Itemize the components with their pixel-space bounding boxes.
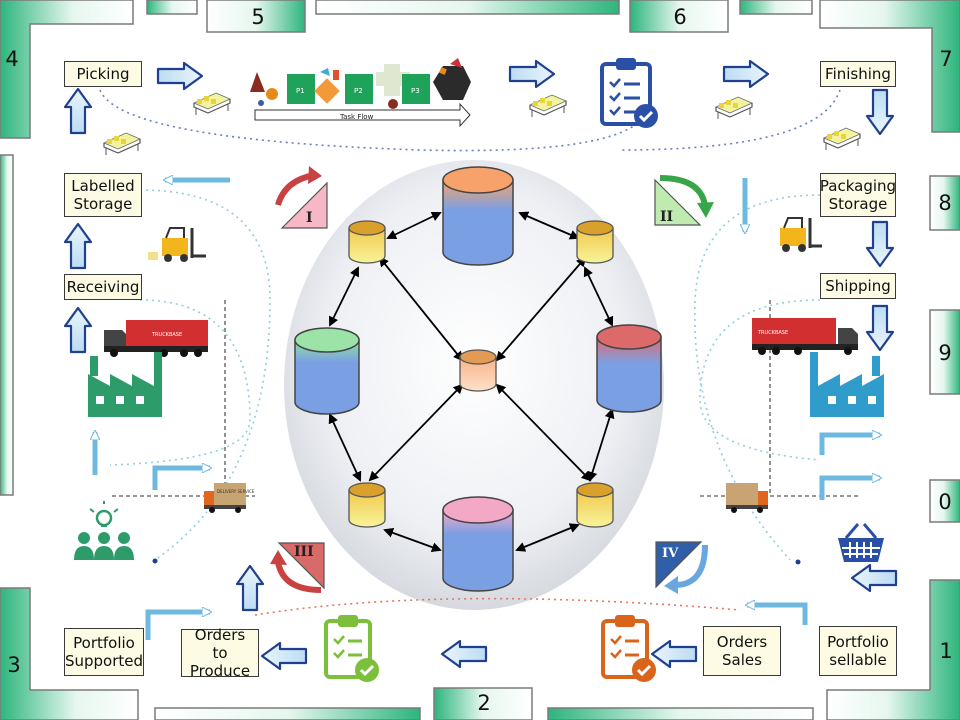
label-orders-sales: Orders Sales: [703, 626, 781, 676]
cylinder-small-ne: [576, 220, 614, 264]
conveyor-icon: [103, 132, 141, 156]
truck-brand-text: TRUCKBASE: [151, 332, 182, 338]
quadrant-marker-iv: IV: [655, 541, 708, 594]
task-flow-graphic: P1 P2 P3 Task Flow: [250, 58, 471, 128]
cylinder-small-sw: [348, 482, 386, 528]
task-flow-caption: Task Flow: [339, 113, 374, 121]
truck-icon: TRUCKBASE: [104, 320, 208, 357]
conveyor-icon: [529, 94, 567, 118]
quadrant-label-i: I: [306, 210, 313, 226]
shopping-basket-icon: [838, 523, 884, 562]
delivery-van-icon: DELIVERY SERVICE: [204, 483, 255, 513]
quadrant-marker-iii: III: [270, 542, 325, 593]
zone-number-6: 6: [673, 5, 687, 29]
delivery-van-text: DELIVERY SERVICE: [217, 489, 255, 494]
quadrant-label-iv: IV: [662, 546, 679, 561]
cylinder-left: [294, 327, 360, 415]
cylinder-small-nw: [348, 220, 386, 264]
task-p3: P3: [411, 87, 420, 95]
zone-number-8: 8: [938, 191, 952, 215]
factory-icon: [88, 352, 162, 417]
conveyor-icon: [193, 92, 231, 116]
zone-number-7: 7: [939, 47, 953, 71]
conveyor-icon: [715, 96, 753, 120]
cylinder-right: [596, 324, 662, 413]
quadrant-marker-i: I: [275, 166, 328, 229]
label-packaging-storage: Packaging Storage: [820, 173, 896, 217]
label-shipping: Shipping: [820, 273, 896, 299]
zone-number-2: 2: [477, 691, 491, 715]
flow-dot: [152, 558, 158, 564]
team-idea-icon: [74, 501, 134, 560]
cylinder-small-center: [459, 349, 497, 392]
cylinder-top: [442, 166, 514, 266]
label-finishing: Finishing: [820, 61, 896, 87]
label-receiving: Receiving: [64, 274, 142, 300]
label-portfolio-sellable: Portfolio sellable: [819, 626, 897, 676]
label-picking: Picking: [64, 61, 142, 87]
zone-number-5: 5: [251, 5, 265, 29]
quadrant-label-ii: II: [660, 209, 673, 225]
zone-number-9: 9: [938, 341, 952, 365]
cylinder-connectors: [328, 211, 615, 552]
flow-dot: [795, 559, 801, 565]
zone-number-1: 1: [939, 639, 953, 663]
truck-brand-text: TRUCKBASE: [757, 330, 788, 336]
clipboard-check-icon: [601, 615, 656, 682]
zone-number-4: 4: [5, 47, 19, 71]
clipboard-check-icon: [324, 615, 379, 682]
delivery-van-icon: [726, 483, 768, 513]
quadrant-marker-ii: II: [654, 175, 714, 226]
forklift-icon: [780, 217, 822, 252]
factory-icon: [810, 352, 884, 417]
truck-icon: TRUCKBASE: [752, 318, 858, 355]
zone-number-0: 0: [938, 490, 952, 514]
cylinder-small-se: [576, 482, 614, 528]
label-labelled-storage: Labelled Storage: [64, 173, 142, 217]
quadrant-label-iii: III: [294, 544, 314, 560]
label-orders-to-produce: Orders to Produce: [181, 626, 259, 680]
cylinder-bottom: [442, 496, 514, 592]
clipboard-check-icon: [600, 58, 658, 128]
forklift-icon: [148, 227, 206, 262]
task-p2: P2: [354, 87, 363, 95]
label-portfolio-supported: Portfolio Supported: [64, 628, 144, 676]
conveyor-icon: [823, 127, 861, 151]
routing-arrows: [95, 178, 880, 640]
task-p1: P1: [296, 87, 305, 95]
zone-number-3: 3: [7, 653, 21, 677]
